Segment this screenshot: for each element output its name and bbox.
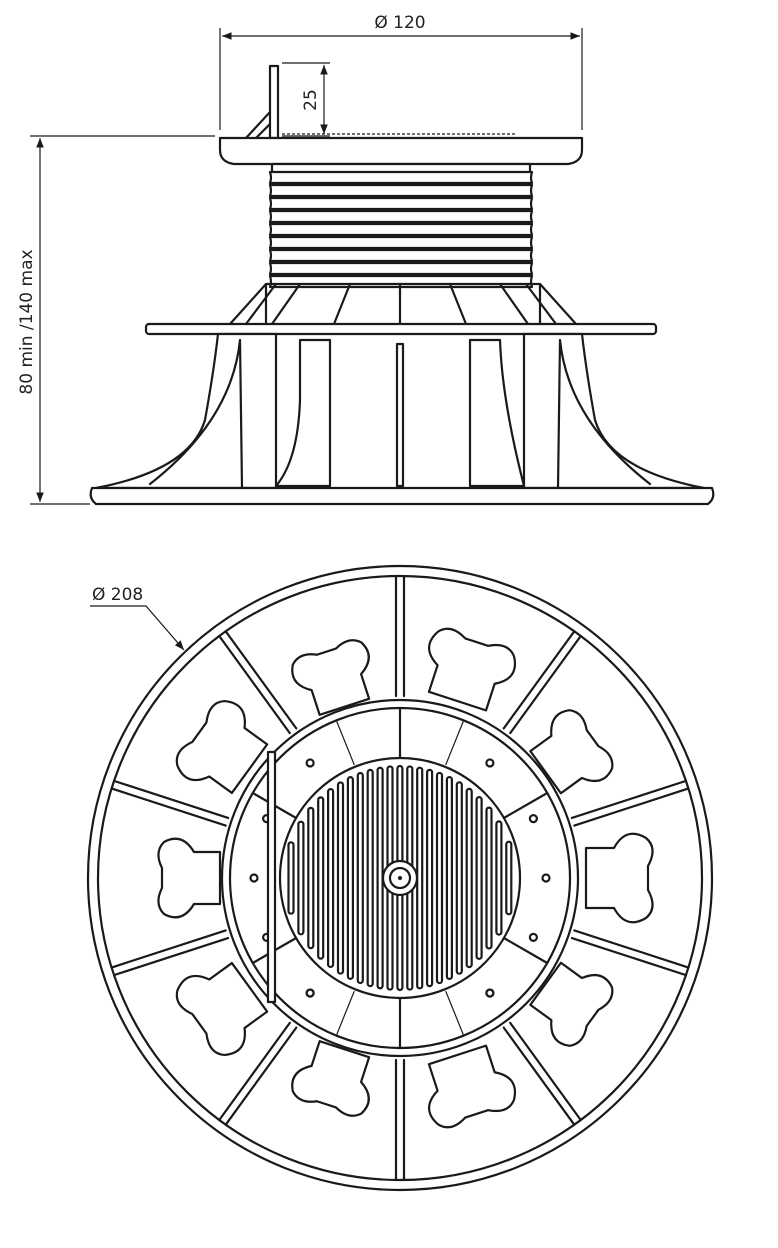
- screw-hole: [528, 814, 538, 824]
- grip-slot: [336, 781, 345, 975]
- grip-slot: [346, 776, 354, 980]
- top-spacer-tab: [266, 750, 277, 1004]
- head-plate: [218, 136, 584, 166]
- leg-outer-right: [522, 332, 706, 490]
- screw-hole: [485, 758, 495, 768]
- grip-slot: [455, 781, 463, 975]
- screw-hole: [249, 873, 259, 883]
- grip-disc: [278, 756, 522, 1000]
- screw-hole: [528, 932, 538, 942]
- base-diameter-label: Ø 208: [92, 585, 143, 605]
- grip-slot: [356, 771, 364, 985]
- screw-hole: [305, 988, 315, 998]
- leg-lobe: [529, 961, 614, 1047]
- base-outer-rim: [86, 564, 714, 1192]
- head-height-dimension: 25: [282, 62, 330, 137]
- grip-slot: [307, 806, 315, 950]
- support-ribs: [228, 282, 578, 326]
- grip-slot: [376, 766, 384, 990]
- base-spokes: [110, 574, 690, 1182]
- base-legs: [94, 332, 706, 490]
- grip-slot: [465, 787, 473, 969]
- center-hub-inner: [388, 866, 412, 890]
- head-ring-outer: [220, 698, 580, 1058]
- side-view: Ø 120 25 80 min /140 max: [17, 13, 715, 506]
- screw-hole: [541, 873, 551, 883]
- threaded-column: [268, 162, 534, 289]
- grip-slot: [297, 820, 305, 936]
- top-diameter-label: Ø 120: [374, 13, 425, 33]
- grip-slot: [426, 768, 434, 988]
- leg-lobe: [175, 699, 269, 795]
- height-range-label: 80 min /140 max: [17, 249, 37, 394]
- grip-slot: [327, 787, 335, 969]
- leg-lobe: [175, 961, 269, 1057]
- grip-slot: [495, 820, 503, 936]
- screw-hole: [305, 758, 315, 768]
- grip-slot: [445, 775, 453, 981]
- leg-lobe: [291, 639, 371, 716]
- leg-lobe: [529, 709, 614, 795]
- screw-hole: [485, 988, 495, 998]
- grip-slot: [505, 840, 513, 916]
- thread-ring: [268, 196, 534, 211]
- grip-slot: [475, 796, 483, 960]
- grip-slot: [435, 771, 444, 985]
- top-diameter-dimension: Ø 120: [219, 13, 583, 130]
- height-range-dimension: 80 min /140 max: [17, 135, 215, 505]
- grip-slot: [366, 768, 374, 988]
- leg-lobe: [427, 627, 517, 712]
- top-view: Ø 208: [86, 564, 714, 1192]
- base-plate: [89, 486, 715, 506]
- leg-lobe: [157, 837, 222, 919]
- grip-slot: [287, 841, 295, 915]
- head-screw-holes: [249, 758, 551, 998]
- grip-slots: [287, 764, 513, 992]
- thread-ring: [268, 261, 534, 276]
- leg-lobe: [291, 1040, 371, 1117]
- grip-slot: [485, 806, 493, 950]
- thread-ring: [268, 248, 534, 263]
- base-diameter-dimension: Ø 208: [90, 585, 185, 651]
- center-point: [398, 876, 402, 880]
- grip-slot: [317, 796, 325, 960]
- leg-lobe: [584, 832, 654, 924]
- middle-flange: [144, 322, 658, 336]
- leg-center: [395, 342, 405, 488]
- thread-ring: [268, 222, 534, 237]
- leg-outer-left: [94, 332, 278, 490]
- head-height-label: 25: [301, 89, 321, 111]
- thread-ring: [268, 170, 534, 185]
- spacer-tab: [244, 64, 280, 140]
- leg-inner-left: [274, 338, 332, 488]
- thread-ring: [268, 209, 534, 224]
- thread-ring: [268, 183, 534, 198]
- leg-inner-right: [468, 338, 526, 488]
- leg-lobe: [427, 1044, 517, 1129]
- leg-lobes: [157, 627, 654, 1129]
- base-inner-rim: [96, 574, 704, 1182]
- thread-ring: [268, 235, 534, 250]
